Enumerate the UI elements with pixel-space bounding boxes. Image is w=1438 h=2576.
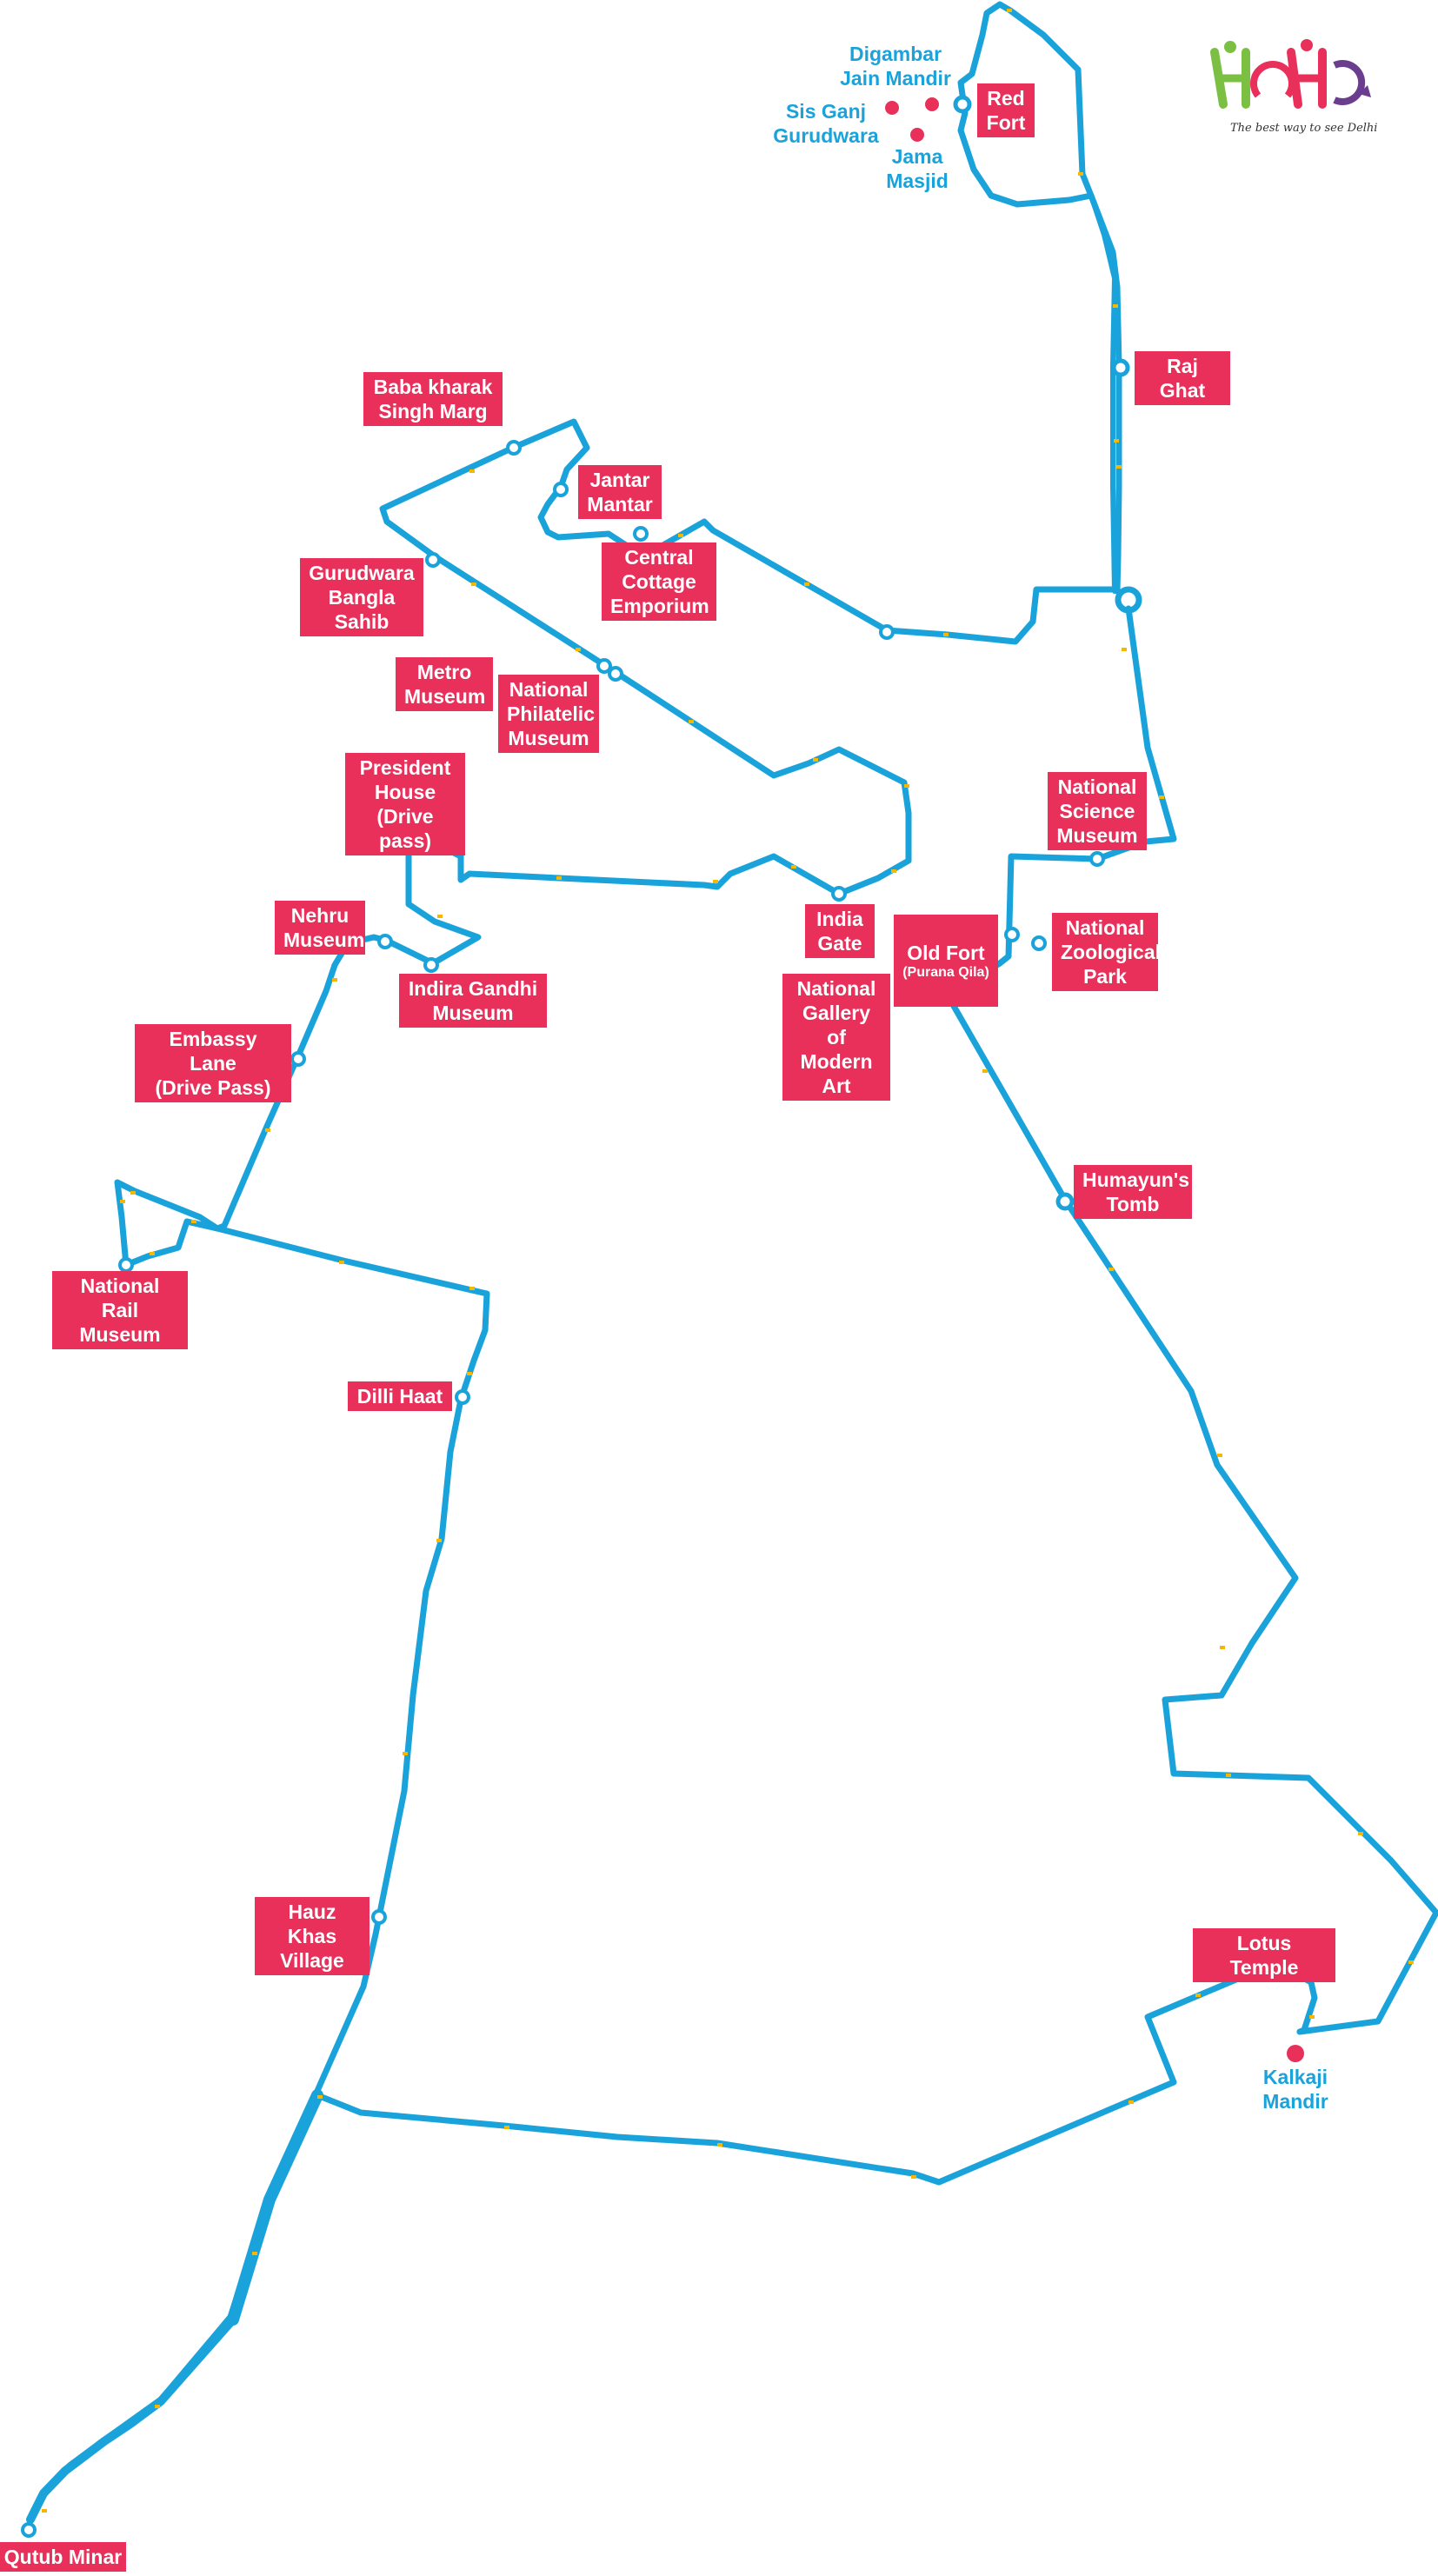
stop-marker-indira <box>423 957 439 973</box>
stop-label-qutub-minar[interactable]: Qutub Minar <box>0 2542 126 2572</box>
stop-label-national-zoological-park[interactable]: National Zoological Park <box>1052 913 1161 991</box>
stop-marker-metro-museum <box>596 658 612 674</box>
stop-marker-qutub <box>21 2522 37 2538</box>
route-segment-qutub-bold <box>227 2089 323 2326</box>
route-segment-east-return <box>944 605 1438 2035</box>
stop-label-old-fort-text: Old Fort <box>907 942 985 964</box>
stop-label-india-gate[interactable]: India Gate <box>805 904 875 958</box>
stop-label-red-fort[interactable]: Red Fort <box>977 83 1035 137</box>
stop-marker-embassy <box>290 1051 306 1067</box>
poi-label-jama-masjid: Jama Masjid <box>886 145 949 192</box>
hoho-logo-mark <box>1210 39 1371 109</box>
route-segment-red-fort-loop <box>957 1 1095 208</box>
direction-ticks <box>42 9 1414 2513</box>
stop-marker-dilli-haat <box>455 1389 470 1405</box>
stop-label-hauz-khas-village[interactable]: Hauz Khas Village <box>255 1897 369 1975</box>
stop-label-gurudwara-bangla-sahib[interactable]: Gurudwara Bangla Sahib <box>300 558 423 636</box>
stop-marker-red-fort <box>953 95 972 114</box>
stop-label-national-rail-museum[interactable]: National Rail Museum <box>52 1271 188 1349</box>
stop-label-metro-museum[interactable]: Metro Museum <box>396 657 493 711</box>
stop-marker-gurudwara <box>425 552 441 568</box>
stop-marker-science-museum <box>1089 851 1105 867</box>
route-line <box>26 1 1438 2524</box>
stop-label-old-fort-sub: (Purana Qila) <box>902 965 989 980</box>
hoho-logo: The best way to see Delhi <box>1204 35 1378 148</box>
poi-dot-kalkaji <box>1287 2045 1304 2062</box>
poi-label-digambar-jain-mandir: Digambar Jain Mandir <box>840 43 951 90</box>
stop-label-raj-ghat[interactable]: Raj Ghat <box>1135 351 1230 405</box>
poi-dot-digambar <box>925 97 939 111</box>
poi-dot-sis-ganj <box>885 101 899 115</box>
stop-marker-rail-museum <box>118 1257 134 1273</box>
stop-marker-raj-ghat <box>1111 358 1130 377</box>
stop-marker-old-fort <box>1004 927 1020 942</box>
stop-marker-central-cottage <box>633 526 649 542</box>
stop-label-national-science-museum[interactable]: National Science Museum <box>1048 772 1147 850</box>
poi-label-kalkaji-mandir: Kalkaji Mandir <box>1262 2066 1328 2113</box>
stop-label-dilli-haat[interactable]: Dilli Haat <box>348 1381 452 1411</box>
stop-markers <box>21 95 1302 2538</box>
stop-label-humayuns-tomb[interactable]: Humayun's Tomb <box>1074 1165 1192 1219</box>
stop-label-lotus-temple[interactable]: Lotus Temple <box>1193 1928 1335 1982</box>
stop-label-old-fort[interactable]: Old Fort (Purana Qila) <box>894 915 998 1007</box>
poi-label-sis-ganj-gurudwara: Sis Ganj Gurudwara <box>773 100 879 147</box>
stop-marker-jantar-mantar <box>553 482 569 497</box>
stop-label-president-house[interactable]: President House (Drive pass) <box>345 753 465 855</box>
stop-label-national-gallery-of-modern-art[interactable]: National Gallery of Modern Art <box>782 974 890 1101</box>
route-segment-dilli-haat <box>27 1225 490 2523</box>
stop-label-baba-kharak-singh-marg[interactable]: Baba kharak Singh Marg <box>363 372 503 426</box>
route-segment-gurudwara-indiagate <box>405 553 912 897</box>
stop-label-national-philatelic-museum[interactable]: National Philatelic Museum <box>498 675 599 753</box>
stop-marker-nehru <box>377 934 393 949</box>
stop-label-indira-gandhi-museum[interactable]: Indira Gandhi Museum <box>399 974 547 1028</box>
stop-marker-zoo <box>1031 935 1047 951</box>
poi-dot-jama <box>910 128 924 142</box>
route-segment-rail-museum <box>114 1179 221 1268</box>
route-segment-cottage-jantar <box>379 418 647 560</box>
route-segment-qutub-bold-b <box>26 2315 237 2524</box>
stop-marker-baba-kharak <box>506 440 522 456</box>
stop-marker-philatelic <box>608 666 623 682</box>
stop-marker-central-cottage-b <box>879 624 895 640</box>
stop-marker-hauz-khas <box>371 1909 387 1925</box>
stop-label-embassy-lane[interactable]: Embassy Lane (Drive Pass) <box>135 1024 291 1102</box>
route-segment-south-loop <box>314 1966 1318 2186</box>
stop-marker-humayun <box>1055 1192 1075 1211</box>
stop-label-jantar-mantar[interactable]: Jantar Mantar <box>578 465 662 519</box>
stop-label-nehru-museum[interactable]: Nehru Museum <box>275 901 365 955</box>
logo-tagline: The best way to see Delhi <box>1230 122 1378 135</box>
stop-marker-india-gate <box>831 886 847 902</box>
stop-label-central-cottage-emporium[interactable]: Central Cottage Emporium <box>602 542 716 621</box>
route-segment-raj-ghat-b <box>1088 193 1117 594</box>
poi-markers <box>885 97 1304 2062</box>
